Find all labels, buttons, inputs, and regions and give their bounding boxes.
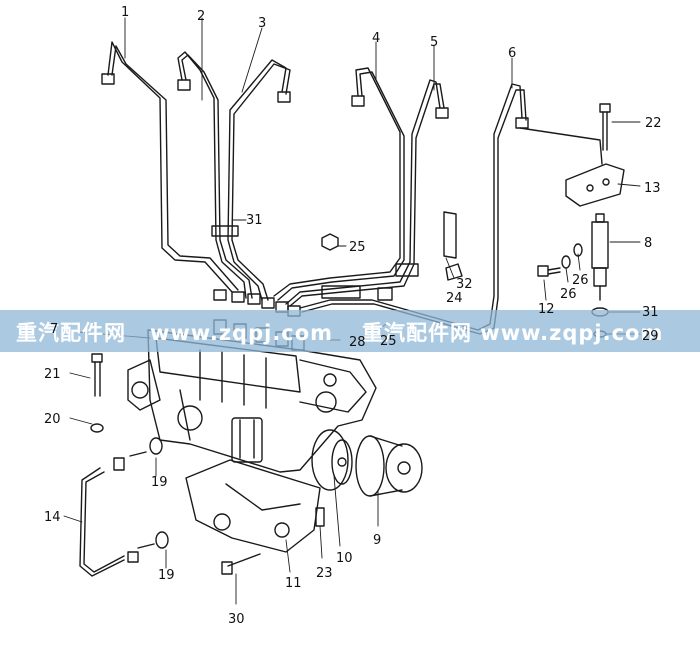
callout-12: 12 <box>538 302 555 317</box>
injection-pipe-2 <box>177 51 253 299</box>
injection-pipe-3 <box>211 59 291 301</box>
callout-5: 5 <box>430 35 438 50</box>
watermark-middle: www.zqpj.com <box>150 321 333 345</box>
injection-pipe-4 <box>273 67 405 301</box>
oil-pipe-14 <box>79 457 139 577</box>
bolt-21 <box>91 353 103 397</box>
injection-pipe-5 <box>285 79 449 307</box>
callout-3: 3 <box>258 16 266 31</box>
callout-6: 6 <box>508 46 516 61</box>
injector-8 <box>591 213 609 301</box>
callout-7: 7 <box>50 322 58 337</box>
callout-26a: 26 <box>560 287 577 302</box>
callout-10: 10 <box>336 551 353 566</box>
injector-clamp-13 <box>519 127 625 207</box>
bolt-30 <box>221 553 261 575</box>
callout-31b: 31 <box>642 305 659 320</box>
callout-9: 9 <box>373 533 381 548</box>
callout-14: 14 <box>44 510 61 525</box>
callout-11: 11 <box>285 576 302 591</box>
callout-25b: 25 <box>380 334 397 349</box>
callout-22: 22 <box>645 116 662 131</box>
callout-4: 4 <box>372 31 380 46</box>
callout-24: 24 <box>446 291 463 306</box>
washer-20 <box>90 423 104 433</box>
callout-8: 8 <box>644 236 652 251</box>
callout-26b: 26 <box>572 273 589 288</box>
callout-29: 29 <box>642 329 659 344</box>
mounting-bracket-11 <box>185 459 321 553</box>
coupling-10 <box>311 429 353 491</box>
bolt-12 <box>537 265 561 277</box>
callout-30: 30 <box>228 612 245 627</box>
drive-flange-9 <box>355 435 423 497</box>
callout-13: 13 <box>644 181 661 196</box>
callout-2: 2 <box>197 9 205 24</box>
pipe-clamp-bracket <box>321 211 463 301</box>
watermark-band <box>0 310 700 352</box>
banjo-bolt-19 <box>129 437 169 549</box>
callout-28: 28 <box>349 335 366 350</box>
injection-pipe-6 <box>299 83 529 335</box>
injection-pipe-1 <box>101 41 239 293</box>
callouts: 1 2 3 4 5 6 7 8 9 10 11 12 13 14 19 19 2… <box>44 5 662 627</box>
callout-1: 1 <box>121 5 129 20</box>
watermark-left: 重汽配件网 <box>16 321 126 345</box>
callout-32: 32 <box>456 277 473 292</box>
callout-19a: 19 <box>151 475 168 490</box>
callout-31a: 31 <box>246 213 263 228</box>
callout-21: 21 <box>44 367 61 382</box>
callout-25a: 25 <box>349 240 366 255</box>
callout-20: 20 <box>44 412 61 427</box>
bolt-22 <box>599 103 611 151</box>
callout-23: 23 <box>316 566 333 581</box>
callout-19b: 19 <box>158 568 175 583</box>
watermark-right: 重汽配件网 www.zqpj.com <box>362 321 663 345</box>
clamp-nut-25 <box>321 233 339 251</box>
